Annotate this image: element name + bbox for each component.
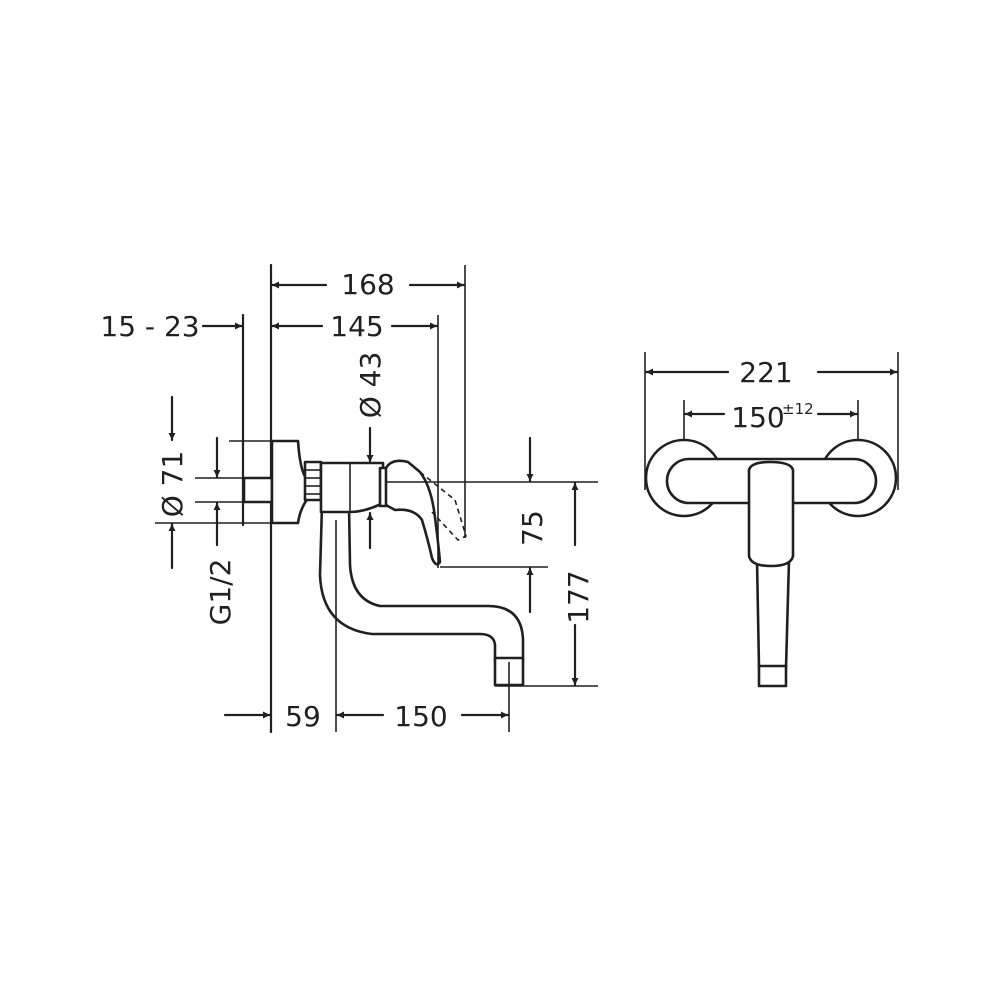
front-lever [747, 460, 795, 568]
label-75: 75 [516, 510, 549, 546]
label-diameter-43: Ø 43 [354, 352, 387, 419]
dimension-labels-side: 168 145 15 - 23 Ø 43 Ø 71 G1/2 75 177 59… [100, 268, 595, 733]
label-15-23: 15 - 23 [100, 310, 199, 343]
front-view [644, 352, 899, 688]
label-221: 221 [739, 356, 792, 389]
label-150-bottom: 150 [394, 700, 447, 733]
label-g12: G1/2 [204, 559, 237, 626]
mixer-body [319, 461, 385, 514]
front-spout [755, 558, 791, 670]
front-aerator [757, 664, 788, 688]
label-150-front-tolerance: ±12 [782, 400, 814, 418]
label-177: 177 [562, 570, 595, 623]
dimension-arrows-side [168, 281, 579, 719]
dimension-labels-front: 221 150 ±12 [731, 356, 813, 434]
label-145: 145 [330, 310, 383, 343]
rosette [270, 439, 308, 525]
label-diameter-71: Ø 71 [156, 451, 189, 518]
label-150-front: 150 [731, 401, 784, 434]
g12-connector [242, 476, 274, 504]
label-168: 168 [341, 268, 394, 301]
lever-handle [384, 459, 442, 566]
lever-alternate-position [419, 471, 467, 541]
label-59: 59 [285, 700, 321, 733]
spout [318, 503, 525, 662]
dimension-arrows-front [644, 368, 899, 418]
